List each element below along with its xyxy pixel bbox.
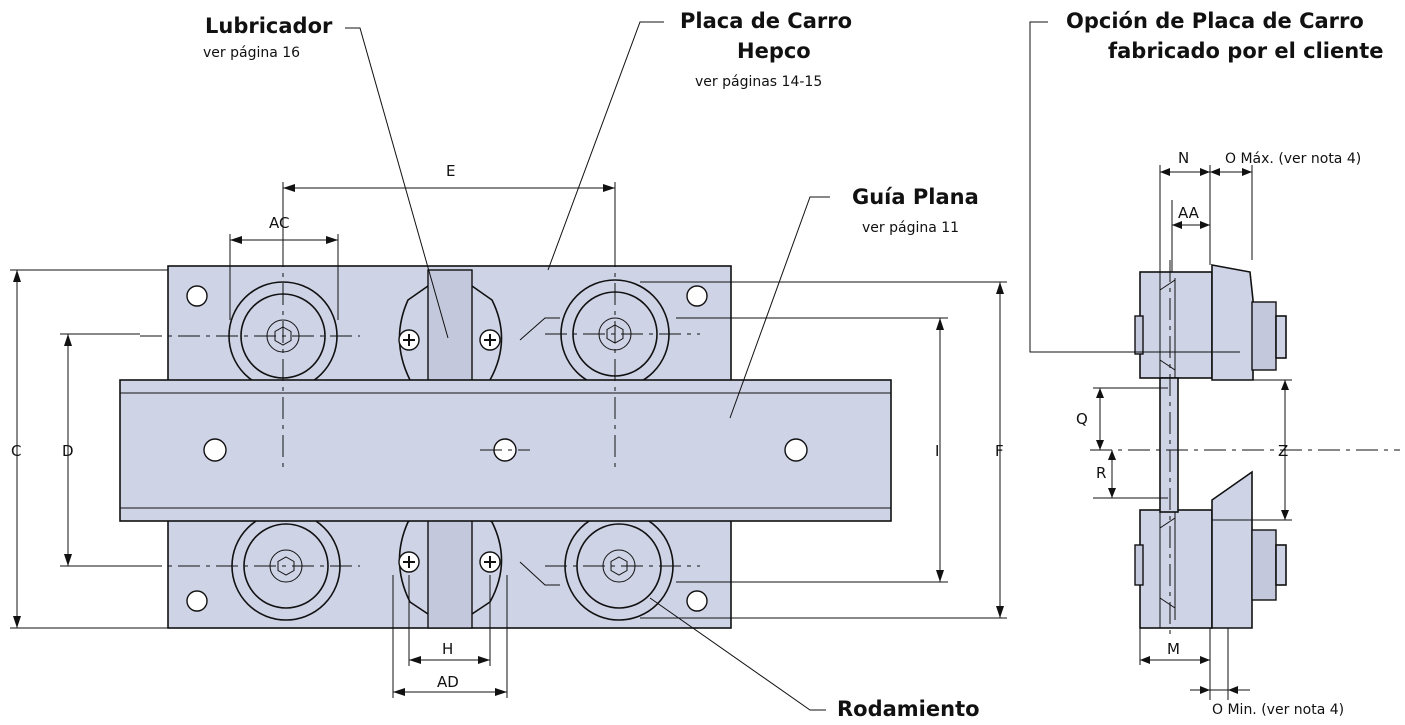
callout-customer-plate-title1: Opción de Placa de Carro	[1066, 9, 1364, 33]
dim-Z: Z	[1278, 442, 1288, 460]
leader-lubricator	[345, 27, 449, 339]
dim-H: H	[442, 640, 453, 658]
callout-flat-guide-sub: ver página 11	[862, 220, 959, 236]
dim-I: I	[935, 442, 939, 460]
leader-flat-guide	[729, 196, 830, 419]
dim-AA: AA	[1178, 204, 1200, 222]
callout-carriage-plate-sub: ver páginas 14-15	[695, 74, 822, 90]
callout-flat-guide-title: Guía Plana	[852, 185, 979, 209]
dim-D: D	[62, 442, 74, 460]
callout-bearing-title: Rodamiento	[837, 697, 980, 721]
callout-carriage-plate-title2: Hepco	[737, 39, 811, 63]
plate-hole-tr	[686, 285, 708, 307]
callout-customer-plate-title2: fabricado por el cliente	[1108, 39, 1383, 63]
dim-AC: AC	[269, 214, 289, 232]
bearing-bottom-right	[564, 511, 674, 621]
plate-hole-br	[686, 590, 708, 612]
callout-carriage-plate-title1: Placa de Carro	[680, 9, 852, 33]
plate-hole-tl	[186, 285, 208, 307]
dim-F: F	[995, 442, 1004, 460]
dim-M: M	[1167, 640, 1180, 658]
lubricator-bottom	[398, 499, 503, 629]
dim-E: E	[446, 162, 455, 180]
dim-Q: Q	[1076, 410, 1088, 428]
side-view	[1090, 260, 1400, 640]
dim-O-max: O Máx. (ver nota 4)	[1225, 151, 1361, 167]
dim-R: R	[1096, 464, 1106, 482]
callout-lubricator-title: Lubricador	[205, 14, 333, 38]
callout-lubricator-sub: ver página 16	[203, 45, 300, 61]
dim-AD: AD	[437, 673, 459, 691]
dim-C: C	[11, 442, 21, 460]
dim-N: N	[1178, 149, 1189, 167]
flat-guide-rail	[119, 379, 892, 522]
lubricator-top	[398, 269, 503, 401]
leader-carriage-plate	[547, 21, 664, 271]
plate-hole-bl	[186, 590, 208, 612]
leader-bearing	[649, 597, 826, 711]
leader-customer-plate	[1029, 21, 1240, 353]
dim-O-min: O Min. (ver nota 4)	[1212, 702, 1344, 718]
